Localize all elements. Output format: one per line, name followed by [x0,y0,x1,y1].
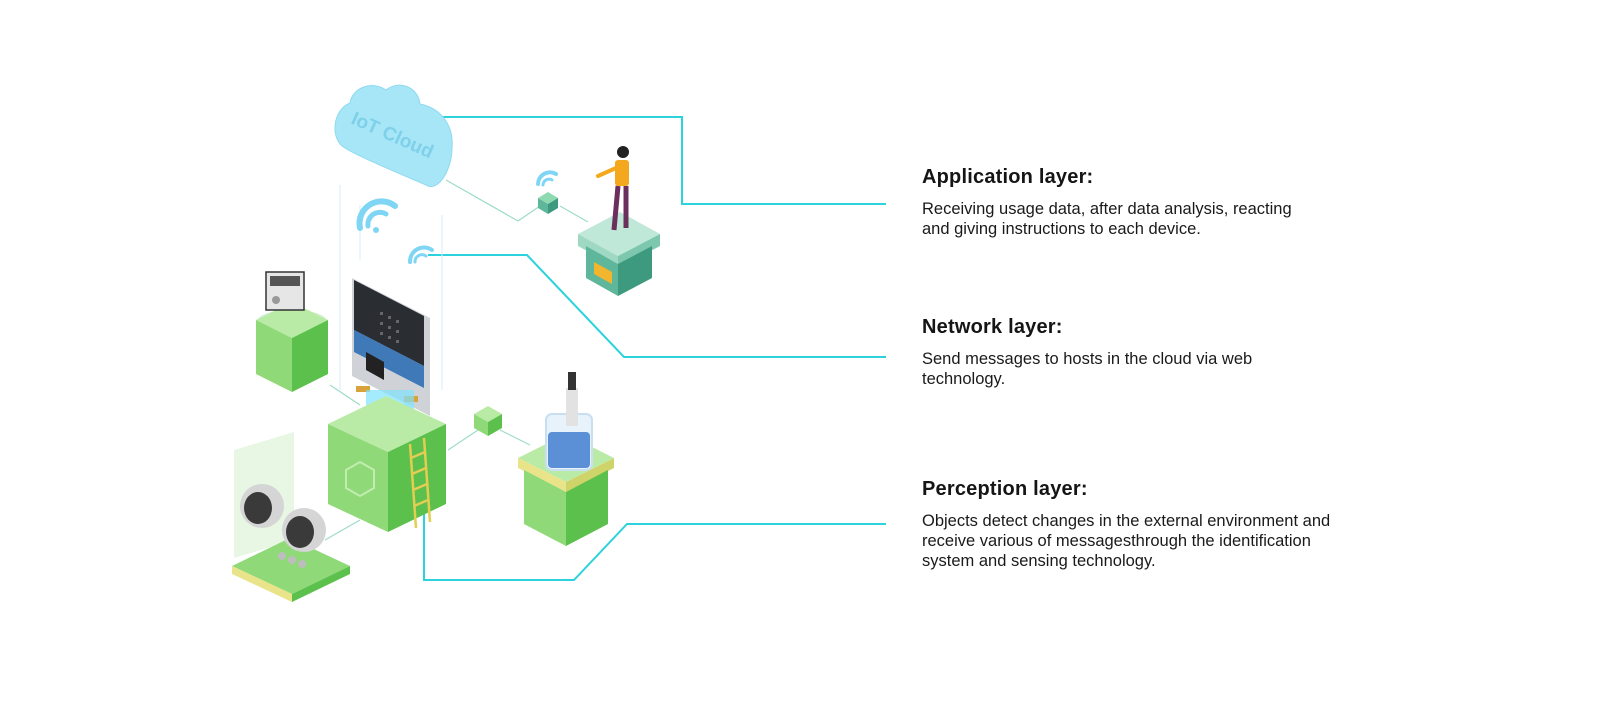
application-layer-description: Receiving usage data, after data analysi… [922,200,1292,238]
network-connector [428,254,886,358]
water-sensor-cube [518,372,614,546]
person-figure [596,146,629,231]
microbit-board [352,278,430,416]
router-box [538,192,558,214]
perception-layer-description: Objects detect changes in the external e… [922,512,1331,570]
logo-emblem [345,460,375,498]
wifi-icon-large [356,198,398,233]
iot-cloud: IoT Cloud [334,84,453,187]
network-layer-block: Network layer: Send messages to hosts in… [922,316,1422,389]
central-cube [328,390,446,532]
wifi-icon-small [408,245,434,264]
wifi-icon-router [536,170,558,187]
ultrasonic-sensor [232,432,350,602]
perception-connector [423,510,886,581]
application-platform [578,212,660,296]
network-layer-title: Network layer: [922,316,1063,338]
link-lines [324,179,589,541]
perception-layer-title: Perception layer: [922,478,1088,500]
node-cube [474,406,502,436]
sensor-cube-left [256,271,328,392]
network-layer-description: Send messages to hosts in the cloud via … [922,350,1253,388]
connector-lines [420,116,886,581]
application-layer-block: Application layer: Receiving usage data,… [922,166,1422,239]
application-layer-title: Application layer: [922,166,1094,188]
perception-layer-block: Perception layer: Objects detect changes… [922,478,1422,571]
ladder [408,437,432,529]
application-connector [420,116,886,205]
